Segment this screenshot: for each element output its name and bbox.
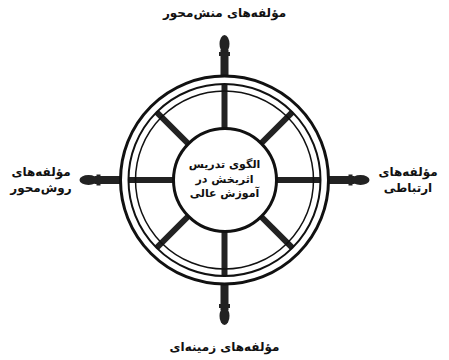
component-label: مؤلفه‌های منش‌محور [163,5,286,21]
component-label: مؤلفه‌های روش‌محور [8,164,74,196]
component-label: مؤلفه‌های ارتباطی [375,164,441,196]
hub-circle: الگوی تدریس اثربخش در آموزش عالی [172,127,278,233]
hub-title: الگوی تدریس اثربخش در آموزش عالی [185,158,265,203]
component-label: مؤلفه‌های زمینه‌ای [170,339,280,355]
